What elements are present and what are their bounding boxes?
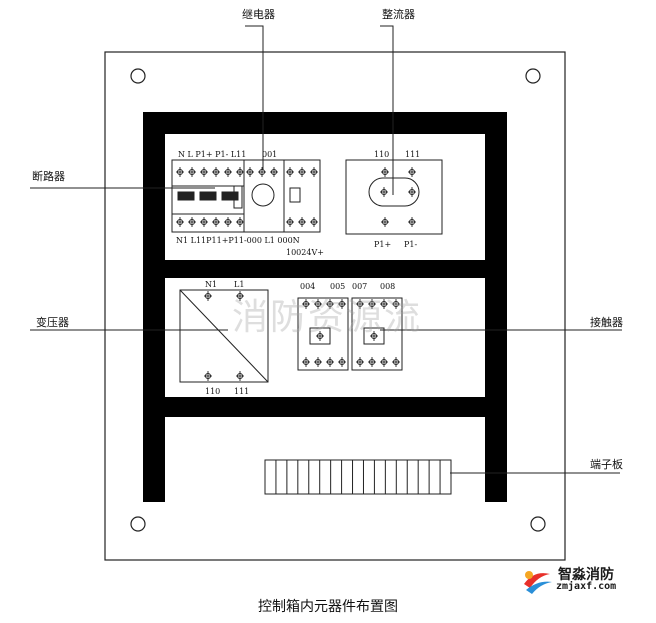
breaker-terminal-top	[212, 167, 220, 177]
contactor-terminal-top	[338, 299, 346, 309]
transformer-bottom-left: 110	[205, 387, 221, 396]
contactor-terminal-top	[392, 299, 400, 309]
contactor-terminal-bottom	[356, 357, 364, 367]
transformer-terminals	[204, 291, 244, 381]
relay-terminal-top	[310, 167, 318, 177]
relay-terminal-bottom	[310, 217, 318, 227]
relay-terminal-top	[270, 167, 278, 177]
breaker-terminal-top	[236, 167, 244, 177]
label-breaker: 断路器	[32, 170, 65, 183]
contactor-terminal-bottom	[302, 357, 310, 367]
contactor-terminal-bottom	[338, 357, 346, 367]
breaker-terminal-bottom	[224, 217, 232, 227]
relay-terminal-bottom	[286, 217, 294, 227]
breaker-terminal-bottom	[176, 217, 184, 227]
transformer-top-right: L1	[234, 280, 245, 289]
leader-lines	[30, 25, 622, 474]
watermark: 消防资源流	[232, 297, 423, 338]
rectifier-terminal	[380, 187, 388, 197]
breaker-bottom-labels: N1 L11P11+P11-000 L1 000N	[176, 236, 300, 245]
diagram-caption: 控制箱内元器件布置图	[258, 599, 398, 615]
mounting-hole-top-left	[130, 68, 146, 84]
breaker-terminal-bottom	[236, 217, 244, 227]
relay-terminal-top	[258, 167, 266, 177]
terminal-block-strip	[264, 459, 452, 495]
brand-url: zmjaxf.com	[556, 581, 617, 592]
contactor-terminal-bottom	[314, 357, 322, 367]
mounting-hole-top-right	[525, 68, 541, 84]
rectifier-terminal	[381, 217, 389, 227]
contactor-terminals	[302, 299, 400, 367]
transformer-terminal	[204, 291, 212, 301]
breaker-terminal-bottom	[212, 217, 220, 227]
mounting-hole-bottom-right	[530, 516, 546, 532]
contactor-coil-terminal	[370, 331, 378, 341]
transformer-top-left: N1	[205, 280, 218, 289]
transformer-terminal	[236, 291, 244, 301]
rectifier-terminals	[380, 167, 416, 227]
contactor-label-0: 004	[300, 282, 316, 291]
relay-terminal-top	[286, 167, 294, 177]
contactor-label-1: 005	[330, 282, 346, 291]
brand-name: 智淼消防	[558, 567, 614, 583]
rectifier-top-right: 111	[405, 150, 421, 159]
contactor-terminal-top	[314, 299, 322, 309]
rectifier-bottom-right: P1-	[404, 240, 418, 249]
breaker-terminal-top	[176, 167, 184, 177]
relay-top-label: 001	[262, 150, 278, 159]
rectifier-terminal	[381, 167, 389, 177]
relay-terminal-bottom	[298, 217, 306, 227]
rectifier-terminal	[408, 167, 416, 177]
breaker-terminal-top	[200, 167, 208, 177]
breaker-terminal-top	[224, 167, 232, 177]
rectifier-module	[345, 159, 443, 235]
rectifier-top-left: 110	[374, 150, 390, 159]
rectifier-bottom-left: P1+	[374, 240, 392, 249]
transformer-terminal	[204, 371, 212, 381]
contactor-terminal-bottom	[380, 357, 388, 367]
breaker-top-labels: N L P1+ P1- L11	[178, 150, 247, 159]
contactor-terminal-top	[368, 299, 376, 309]
relay-terminal-top	[298, 167, 306, 177]
label-contactor: 接触器	[590, 316, 623, 329]
contactor-terminal-top	[380, 299, 388, 309]
contactor-label-2: 007	[352, 282, 368, 291]
contactor-terminal-bottom	[326, 357, 334, 367]
transformer-bottom-right: 111	[234, 387, 250, 396]
transformer-terminal	[236, 371, 244, 381]
brand-logo-icon	[524, 571, 552, 594]
contactor-terminal-bottom	[368, 357, 376, 367]
contactor-terminal-top	[356, 299, 364, 309]
label-rectifier: 整流器	[382, 8, 415, 21]
contactor-module	[297, 297, 403, 371]
breaker-terminal-bottom	[188, 217, 196, 227]
relay-terminals	[246, 167, 318, 227]
mounting-hole-bottom-left	[130, 516, 146, 532]
relay-module	[243, 159, 321, 233]
breaker-terminal-top	[188, 167, 196, 177]
rectifier-terminal	[408, 187, 416, 197]
contactor-terminal-top	[302, 299, 310, 309]
breaker-terminal-bottom	[200, 217, 208, 227]
transformer-module	[179, 289, 269, 383]
brand-logo: 智淼消防 zmjaxf.com	[520, 564, 640, 598]
breaker-terminals	[176, 167, 244, 227]
contactor-coil-terminal	[316, 331, 324, 341]
label-relay: 继电器	[242, 8, 275, 21]
contactor-terminal-top	[326, 299, 334, 309]
rectifier-terminal	[408, 217, 416, 227]
contactor-label-3: 008	[380, 282, 396, 291]
label-transformer: 变压器	[36, 316, 69, 329]
frame	[143, 112, 507, 502]
relay-terminal-top	[246, 167, 254, 177]
relay-bottom-label: 10024V+	[286, 248, 324, 257]
label-terminal-block: 端子板	[590, 458, 623, 471]
contactor-terminal-bottom	[392, 357, 400, 367]
